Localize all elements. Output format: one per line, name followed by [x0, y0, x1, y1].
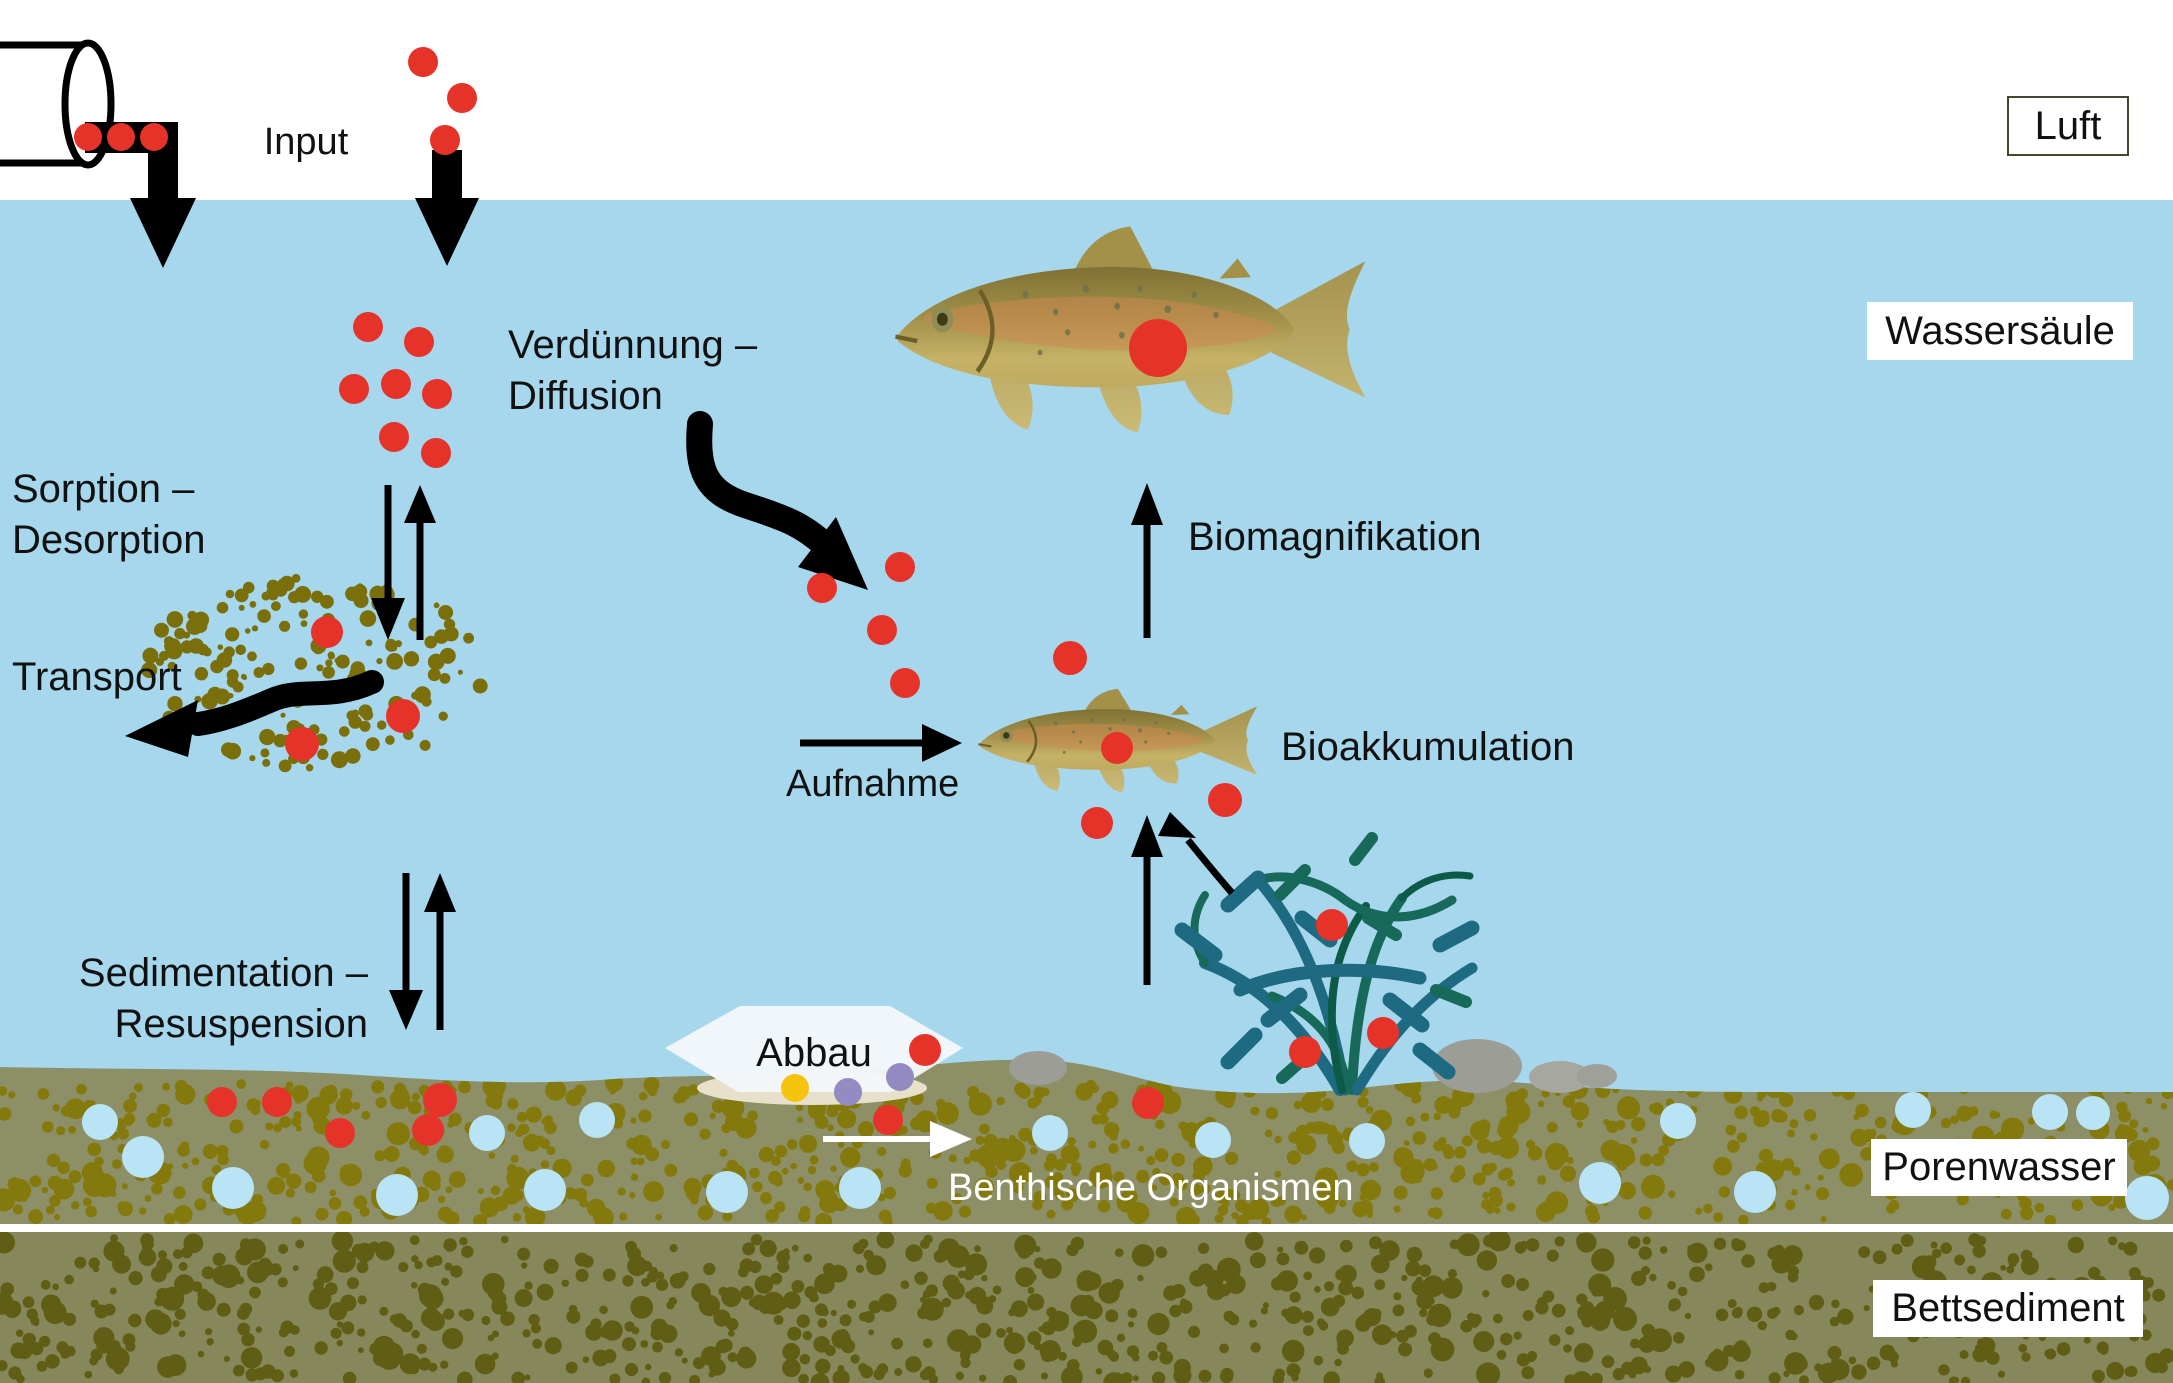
bed-sediment-texture	[0, 1232, 2173, 1383]
dilution-arrow	[686, 411, 868, 590]
sorption-label-line1: Sorption –	[12, 467, 195, 511]
degradation-label: Abbau	[756, 1031, 872, 1075]
sedimentation-label-line1: Sedimentation –	[78, 951, 368, 995]
uptake-label: Aufnahme	[786, 763, 960, 805]
bed-sediment-zone-label: Bettsediment	[1873, 1280, 2143, 1337]
input-arrow-atmosphere	[415, 150, 479, 266]
biomagnification-label: Biomagnifikation	[1188, 515, 1482, 559]
bioaccumulation-up-arrow	[1131, 815, 1163, 985]
plant-uptake-curved-arrow	[1158, 812, 1235, 896]
sorption-down-arrow	[371, 485, 405, 640]
desorption-up-arrow	[404, 485, 436, 640]
benthic-arrow	[823, 1121, 972, 1157]
sediment-texture	[0, 1073, 2173, 1224]
transport-label: Transport	[12, 655, 182, 699]
air-zone-label: Luft	[2007, 96, 2129, 156]
air-zone	[0, 0, 2173, 200]
biomagnification-up-arrow	[1131, 483, 1163, 638]
water-column-zone-label: Wassersäule	[1867, 302, 2133, 360]
input-arrow-pipe	[85, 122, 196, 268]
dilution-label-line2: Diffusion	[508, 374, 663, 419]
pollutant-dots-atmosphere	[408, 47, 477, 155]
transport-arrow	[125, 670, 384, 757]
pollutant-dots-cloud	[285, 616, 420, 761]
pore-water-zone-label: Porenwasser	[1871, 1139, 2127, 1196]
dilution-label-line1: Verdünnung –	[508, 323, 758, 367]
pollutant-dots-water	[339, 312, 1242, 839]
pollutant-dot-large-fish	[1129, 319, 1187, 377]
stones	[1009, 1039, 1617, 1093]
resuspension-up-arrow	[424, 873, 456, 1030]
degradation-dots	[781, 1034, 941, 1135]
pollutant-dots-sediment	[207, 1083, 1164, 1148]
benthic-organisms-label: Benthische Organismen	[948, 1167, 1354, 1209]
sorption-label-line2: Desorption	[12, 518, 206, 563]
aquatic-plant	[1174, 832, 1480, 1096]
pore-water-dots	[82, 1092, 2169, 1220]
sedimentation-down-arrow	[389, 873, 423, 1030]
pollutant-dots-pipe	[74, 123, 168, 151]
sedimentation-label-line2: Resuspension	[114, 1002, 369, 1047]
pollutant-dot-small-fish	[1101, 732, 1133, 764]
sorption-label: Sorption – Desorption	[12, 464, 205, 566]
dilution-label: Verdünnung – Diffusion	[508, 320, 757, 422]
sedimentation-label: Sedimentation – Resuspension	[60, 948, 368, 1050]
uptake-arrow	[800, 724, 962, 762]
sediment-divider-line	[0, 1224, 2173, 1232]
pollutant-dots-plant	[1289, 909, 1399, 1068]
bioaccumulation-label: Bioakkumulation	[1281, 725, 1575, 769]
input-label: Input	[263, 121, 349, 163]
